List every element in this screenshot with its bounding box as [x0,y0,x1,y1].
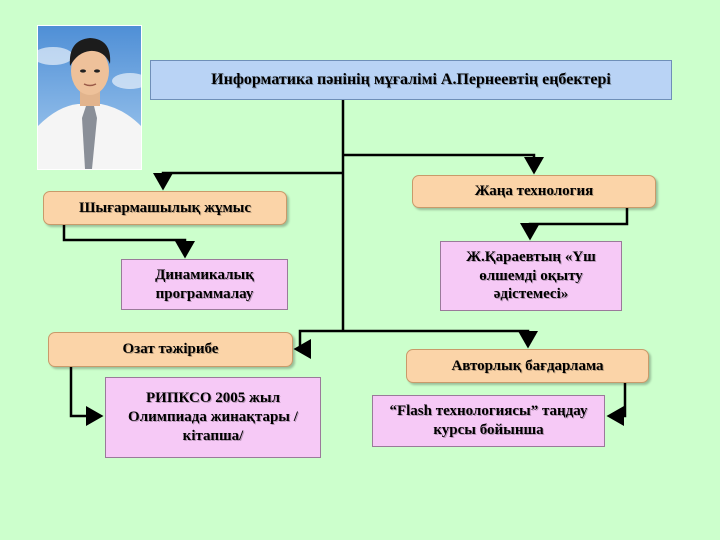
author-program-box: Авторлық бағдарлама [406,349,649,383]
new-technology-box: Жаңа технология [412,175,656,208]
flash-course-box: “Flash технологиясы” таңдау курсы бойынш… [372,395,605,447]
best-practice-box: Озат тәжірибе [48,332,293,367]
arrow-to-dynamic-programming [62,225,195,259]
arrow-to-new-technology [343,153,544,175]
teacher-portrait-photo [37,25,142,170]
arrow-to-flash-course [606,383,627,426]
creative-work-box: Шығармашылық жұмыс [43,191,287,225]
dynamic-programming-box: Динамикалық программалау [121,259,288,310]
arrow-to-author-program [343,329,538,349]
arrow-to-ripkso [69,367,104,426]
arrow-to-karaev-method [520,208,629,241]
karaev-method-box: Ж.Қараевтың «Үш өлшемді оқыту әдістемесі… [440,241,622,311]
diagram-title-box: Информатика пәнінің мұғалімі А.Пернеевті… [150,60,672,100]
ripkso-olympiad-box: РИПКСО 2005 жыл Олимпиада жинақтары /кіт… [105,377,321,458]
arrow-to-best-practice [293,329,343,359]
arrow-to-creative-work [153,171,343,191]
